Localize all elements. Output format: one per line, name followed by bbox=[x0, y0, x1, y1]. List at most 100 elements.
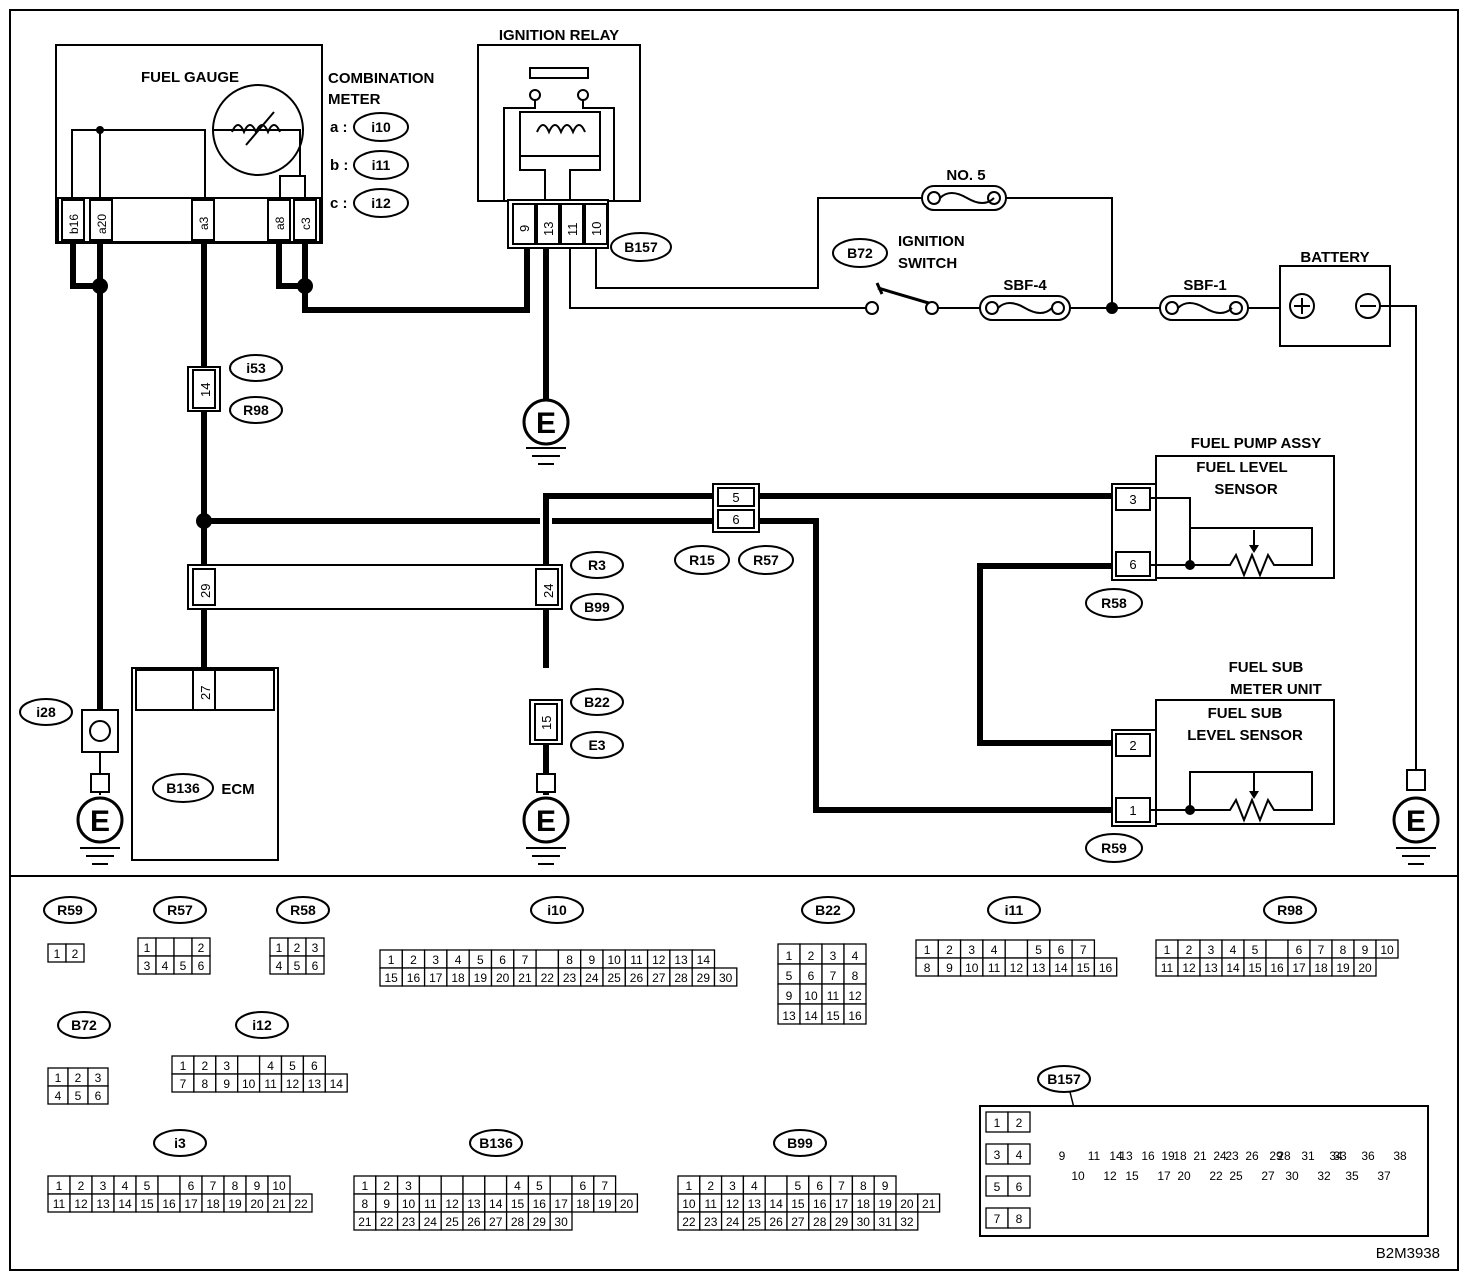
pin-cell: 2 bbox=[78, 1179, 85, 1193]
pin-cell: 21 bbox=[1193, 1149, 1207, 1163]
pin-cell: 27 bbox=[791, 1215, 805, 1229]
connector-tag-i12: i12 bbox=[371, 195, 391, 211]
pin-cell: 3 bbox=[95, 1071, 102, 1085]
pin-cell: 21 bbox=[518, 971, 532, 985]
connector-tag-i53: i53 bbox=[246, 360, 266, 376]
pin-cell: 16 bbox=[407, 971, 421, 985]
pin-cell: 4 bbox=[276, 959, 283, 973]
pin-cell: 4 bbox=[751, 1179, 758, 1193]
battery-positive-icon bbox=[1289, 293, 1315, 319]
pin-cell: 1 bbox=[55, 1071, 62, 1085]
connector-i28 bbox=[81, 709, 119, 753]
pin-cell: 4 bbox=[55, 1089, 62, 1103]
connector-tag-b157: B157 bbox=[624, 239, 658, 255]
pin-cell: 15 bbox=[511, 1197, 525, 1211]
pin-cell: 2 bbox=[808, 949, 815, 963]
pin-cell: 1 bbox=[180, 1059, 187, 1073]
pin-cell: 7 bbox=[601, 1179, 608, 1193]
pin-cell: 35 bbox=[1345, 1169, 1359, 1183]
meter-c-label: c : bbox=[330, 195, 348, 212]
pin-cell: 9 bbox=[254, 1179, 261, 1193]
pin-cell: 20 bbox=[1358, 961, 1372, 975]
pin-cell: 8 bbox=[852, 969, 859, 983]
ground-label-left: E bbox=[90, 805, 110, 838]
pin-cell: 31 bbox=[878, 1215, 892, 1229]
pin-cell: 4 bbox=[514, 1179, 521, 1193]
pin-cell: 24 bbox=[726, 1215, 740, 1229]
pin-cell: 12 bbox=[652, 953, 666, 967]
pin-cell: 4 bbox=[991, 943, 998, 957]
connector-tag-b72: B72 bbox=[847, 245, 873, 261]
pin-cell: 5 bbox=[144, 1179, 151, 1193]
ignition-switch-label-1: IGNITION bbox=[898, 233, 965, 250]
pin-cell: 10 bbox=[1380, 943, 1394, 957]
pin-cell: 25 bbox=[607, 971, 621, 985]
pin-cell: 4 bbox=[852, 949, 859, 963]
wire-r15-6-to-sub-sensor bbox=[757, 518, 1115, 813]
pin-a8: a8 bbox=[273, 216, 287, 230]
pin-cell: 14 bbox=[118, 1197, 132, 1211]
r59-pin-2: 2 bbox=[1129, 738, 1136, 753]
connector-tag-i28: i28 bbox=[36, 704, 56, 720]
pin-cell: 23 bbox=[704, 1215, 718, 1229]
relay-contact-icon bbox=[529, 67, 589, 79]
pin-cell: 22 bbox=[682, 1215, 696, 1229]
connector-tag-i10: i10 bbox=[371, 119, 391, 135]
pin-cell: 6 bbox=[312, 959, 319, 973]
pin-cell: 15 bbox=[1125, 1169, 1139, 1183]
pin-cell: 1 bbox=[786, 949, 793, 963]
combination-meter: FUEL GAUGE b16 a20 a3 a8 c3 bbox=[55, 44, 323, 244]
pin-cell: 15 bbox=[1248, 961, 1262, 975]
pin-cell: 1 bbox=[994, 1116, 1001, 1130]
pin-cell: 2 bbox=[1186, 943, 1193, 957]
connector-tag-b136: B136 bbox=[166, 780, 200, 796]
pin-cell: 3 bbox=[1208, 943, 1215, 957]
pin-cell: 13 bbox=[748, 1197, 762, 1211]
connector-tag-r15: R15 bbox=[689, 552, 715, 568]
r3-pin-24: 24 bbox=[541, 584, 556, 598]
pin-cell: 29 bbox=[533, 1215, 547, 1229]
pin-cell: 8 bbox=[202, 1077, 209, 1091]
pin-cell: 9 bbox=[1362, 943, 1369, 957]
pin-cell: 19 bbox=[878, 1197, 892, 1211]
pin-cell: 12 bbox=[1103, 1169, 1117, 1183]
wire-sensor-to-sub-sensor bbox=[977, 563, 1115, 746]
pin-cell: 18 bbox=[857, 1197, 871, 1211]
face-tag-i12: i12 bbox=[252, 1017, 272, 1033]
connector-r3-b99 bbox=[187, 564, 563, 610]
pin-cell: 17 bbox=[184, 1197, 198, 1211]
diagram-border bbox=[9, 9, 1459, 1271]
pin-cell: 37 bbox=[1377, 1169, 1391, 1183]
pin-cell: 21 bbox=[272, 1197, 286, 1211]
pin-cell: 8 bbox=[566, 953, 573, 967]
pin-cell: 9 bbox=[223, 1077, 230, 1091]
pin-cell: 4 bbox=[267, 1059, 274, 1073]
r58-pin-6: 6 bbox=[1129, 557, 1136, 572]
pin-cell: 20 bbox=[900, 1197, 914, 1211]
pin-cell: 20 bbox=[1177, 1169, 1191, 1183]
pin-cell: 32 bbox=[1317, 1169, 1331, 1183]
pin-cell: 12 bbox=[726, 1197, 740, 1211]
pin-cell: 14 bbox=[804, 1009, 818, 1023]
pin-a3: a3 bbox=[197, 216, 211, 230]
pin-cell: 24 bbox=[585, 971, 599, 985]
fuel-gauge-label: FUEL GAUGE bbox=[141, 69, 239, 86]
r15-pin-5: 5 bbox=[732, 490, 739, 505]
face-tag-b72: B72 bbox=[71, 1017, 97, 1033]
pin-b16: b16 bbox=[67, 214, 81, 234]
ignition-switch-contact-icon bbox=[865, 301, 879, 315]
pin-cell: 20 bbox=[620, 1197, 634, 1211]
pin-cell: 30 bbox=[1285, 1169, 1299, 1183]
fuel-level-sensor-label-2: SENSOR bbox=[1214, 481, 1278, 498]
pin-cell: 19 bbox=[474, 971, 488, 985]
face-tag-r58: R58 bbox=[290, 902, 316, 918]
pin-cell: 12 bbox=[445, 1197, 459, 1211]
pin-cell: 21 bbox=[358, 1215, 372, 1229]
pin-cell: 1 bbox=[388, 953, 395, 967]
